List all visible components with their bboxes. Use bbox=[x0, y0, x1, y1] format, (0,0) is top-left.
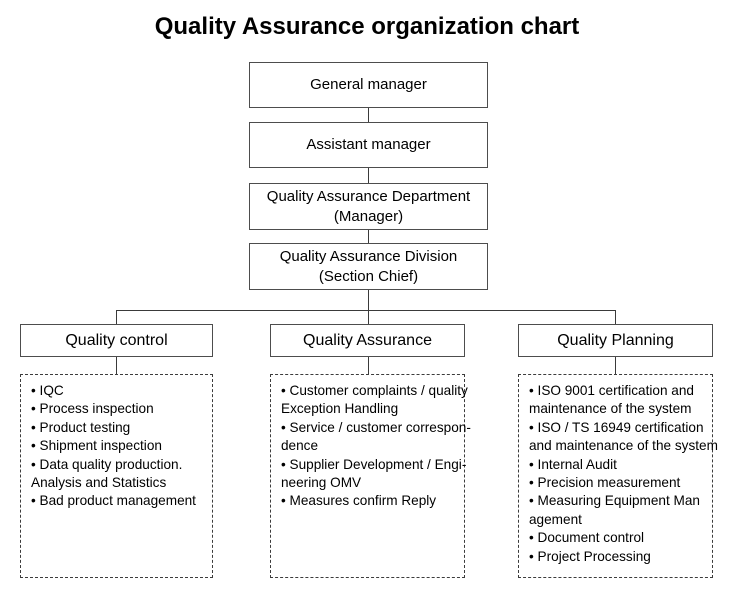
panel-quality-control-duties: • IQC • Process inspection • Product testi… bbox=[20, 374, 213, 578]
text-line: and maintenance of the system bbox=[529, 438, 718, 454]
text-line: • Measuring Equipment Man bbox=[529, 493, 700, 509]
chart-title: Quality Assurance organization chart bbox=[154, 13, 580, 40]
connector-line bbox=[116, 310, 616, 311]
branch-label: Quality control bbox=[65, 331, 168, 349]
connector-line bbox=[615, 357, 616, 374]
connector-line bbox=[615, 311, 616, 324]
text-line: dence bbox=[281, 438, 319, 454]
connector-line bbox=[368, 168, 369, 183]
text-line: • Precision measurement bbox=[529, 475, 681, 491]
branch-label: Quality Assurance bbox=[303, 331, 432, 349]
text-line: (Manager) bbox=[333, 207, 404, 225]
text-line: Quality Assurance Division bbox=[279, 247, 458, 265]
text-line: • Customer complaints / quality bbox=[281, 383, 468, 398]
text-line: • Service / customer correspon- bbox=[281, 419, 471, 435]
text-line: • ISO 9001 certification and bbox=[529, 383, 694, 398]
node-quality-assurance: Quality Assurance bbox=[270, 324, 465, 357]
text-line: Analysis and Statistics bbox=[31, 475, 167, 491]
text-line: • Measures confirm Reply bbox=[281, 493, 437, 509]
node-quality-control: Quality control bbox=[20, 324, 213, 357]
connector-line bbox=[368, 230, 369, 243]
text-line: • Process inspection bbox=[31, 401, 154, 417]
text-line: • Project Processing bbox=[529, 548, 651, 564]
node-quality-planning: Quality Planning bbox=[518, 324, 713, 357]
text-line: Exception Handling bbox=[281, 401, 399, 417]
connector-line bbox=[368, 108, 369, 122]
text-line: neering OMV bbox=[281, 475, 362, 491]
text-line: • IQC bbox=[31, 383, 64, 398]
text-line: (Section Chief) bbox=[318, 267, 419, 285]
connector-line bbox=[116, 357, 117, 374]
text-line: • Internal Audit bbox=[529, 456, 617, 472]
text-line: • Supplier Development / Engi- bbox=[281, 456, 467, 472]
connector-line bbox=[368, 290, 369, 311]
node-general-manager: General manager bbox=[249, 62, 488, 108]
node-qa-department-manager: Quality Assurance Department (Manager) bbox=[249, 183, 488, 230]
text-line: • ISO / TS 16949 certification bbox=[529, 419, 704, 435]
text-line: General manager bbox=[310, 76, 427, 93]
text-line: • Product testing bbox=[31, 419, 131, 435]
connector-line bbox=[116, 311, 117, 324]
node-assistant-manager: Assistant manager bbox=[249, 122, 488, 168]
connector-line bbox=[368, 311, 369, 324]
connector-line bbox=[368, 357, 369, 374]
text-line: agement bbox=[529, 511, 582, 527]
text-line: • Document control bbox=[529, 530, 645, 546]
text-line: • Shipment inspection bbox=[31, 438, 162, 454]
text-line: • Bad product management bbox=[31, 493, 196, 509]
branch-label: Quality Planning bbox=[557, 331, 674, 349]
panel-quality-planning-duties: • ISO 9001 certification and maintenance … bbox=[518, 374, 718, 578]
text-line: Assistant manager bbox=[306, 136, 431, 153]
text-line: maintenance of the system bbox=[529, 401, 692, 417]
node-qa-division-section-chief: Quality Assurance Division (Section Chief… bbox=[249, 243, 488, 290]
text-line: Quality Assurance Department bbox=[266, 187, 471, 205]
text-line: • Data quality production. bbox=[31, 456, 183, 472]
